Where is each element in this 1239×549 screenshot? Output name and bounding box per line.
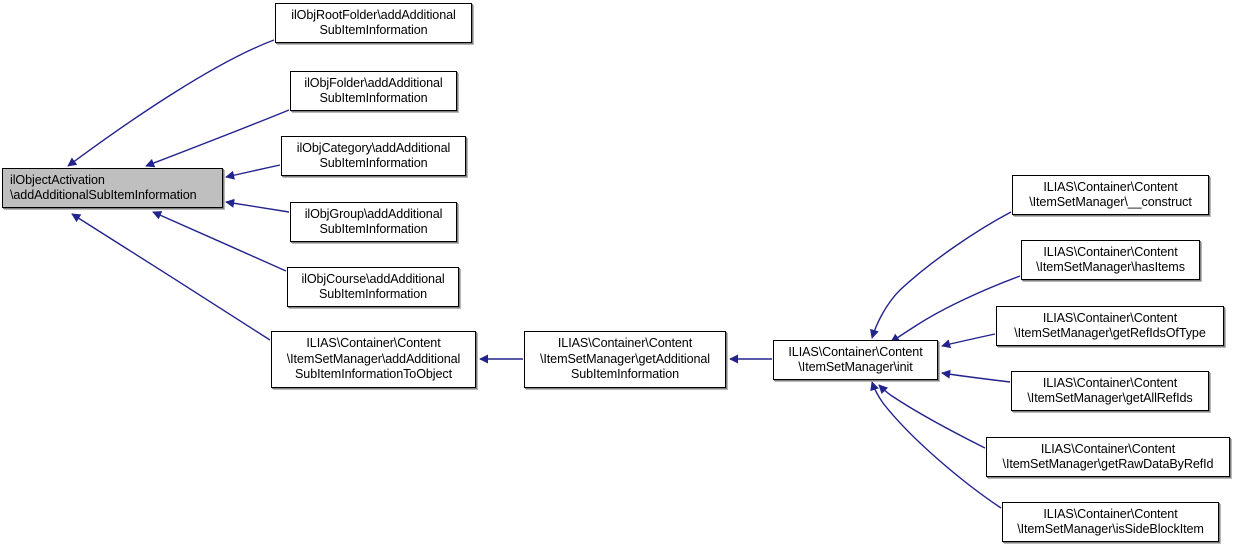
node-init-label: ILIAS\Container\Content \ItemSetManager\… bbox=[788, 344, 923, 375]
node-focus[interactable]: ilObjectActivation \addAdditionalSubItem… bbox=[2, 168, 223, 208]
node-root-folder[interactable]: ilObjRootFolder\addAdditional SubItemInf… bbox=[275, 3, 472, 43]
node-get-all-ref-ids[interactable]: ILIAS\Container\Content \ItemSetManager\… bbox=[1011, 371, 1209, 411]
edge-get-ref-ids-of-type-to-init bbox=[941, 333, 996, 349]
edge-course-to-focus bbox=[152, 211, 287, 272]
node-construct[interactable]: ILIAS\Container\Content \ItemSetManager\… bbox=[1012, 175, 1209, 215]
node-category[interactable]: ilObjCategory\addAdditional SubItemInfor… bbox=[281, 136, 466, 176]
node-init[interactable]: ILIAS\Container\Content \ItemSetManager\… bbox=[773, 340, 938, 380]
edge-folder-to-focus bbox=[145, 109, 290, 168]
node-get-ref-ids-of-type-label: ILIAS\Container\Content \ItemSetManager\… bbox=[1014, 310, 1206, 341]
edge-get-raw-data-to-init bbox=[878, 384, 986, 449]
node-get-additional-label: ILIAS\Container\Content \ItemSetManager\… bbox=[539, 336, 711, 382]
node-folder-label: ilObjFolder\addAdditional SubItemInforma… bbox=[304, 75, 443, 106]
node-get-raw-data-by-ref-id[interactable]: ILIAS\Container\Content \ItemSetManager\… bbox=[986, 437, 1230, 477]
node-add-additional-subitem-information-to-object[interactable]: ILIAS\Container\Content \ItemSetManager\… bbox=[271, 331, 476, 388]
edge-get-all-ref-ids-to-init bbox=[941, 369, 1011, 383]
node-is-side-block-item[interactable]: ILIAS\Container\Content \ItemSetManager\… bbox=[1002, 502, 1219, 542]
node-has-items-label: ILIAS\Container\Content \ItemSetManager\… bbox=[1036, 244, 1185, 275]
edge-construct-to-init bbox=[870, 211, 1012, 339]
node-folder[interactable]: ilObjFolder\addAdditional SubItemInforma… bbox=[290, 71, 457, 111]
node-get-all-ref-ids-label: ILIAS\Container\Content \ItemSetManager\… bbox=[1027, 375, 1193, 406]
edge-add-to-object-to-focus bbox=[71, 213, 271, 341]
node-focus-label: ilObjectActivation \addAdditionalSubItem… bbox=[10, 172, 197, 203]
edge-root-folder-to-focus bbox=[67, 39, 275, 167]
node-get-additional-subitem-information[interactable]: ILIAS\Container\Content \ItemSetManager\… bbox=[524, 331, 726, 388]
node-has-items[interactable]: ILIAS\Container\Content \ItemSetManager\… bbox=[1021, 240, 1200, 280]
edge-is-side-block-to-init bbox=[870, 381, 1002, 509]
node-group-label: ilObjGroup\addAdditional SubItemInformat… bbox=[304, 206, 443, 237]
edge-category-to-focus bbox=[225, 164, 281, 180]
node-category-label: ilObjCategory\addAdditional SubItemInfor… bbox=[296, 140, 451, 171]
node-add-to-object-label: ILIAS\Container\Content \ItemSetManager\… bbox=[286, 336, 461, 382]
edge-group-to-focus bbox=[225, 198, 290, 213]
node-is-side-block-item-label: ILIAS\Container\Content \ItemSetManager\… bbox=[1017, 506, 1204, 537]
node-root-folder-label: ilObjRootFolder\addAdditional SubItemInf… bbox=[291, 7, 456, 38]
node-group[interactable]: ilObjGroup\addAdditional SubItemInformat… bbox=[290, 202, 457, 242]
node-construct-label: ILIAS\Container\Content \ItemSetManager\… bbox=[1029, 179, 1192, 210]
node-get-ref-ids-of-type[interactable]: ILIAS\Container\Content \ItemSetManager\… bbox=[996, 306, 1224, 346]
node-course-label: ilObjCourse\addAdditional SubItemInforma… bbox=[301, 271, 445, 302]
node-get-raw-data-by-ref-id-label: ILIAS\Container\Content \ItemSetManager\… bbox=[1002, 441, 1214, 472]
node-course[interactable]: ilObjCourse\addAdditional SubItemInforma… bbox=[287, 267, 459, 307]
